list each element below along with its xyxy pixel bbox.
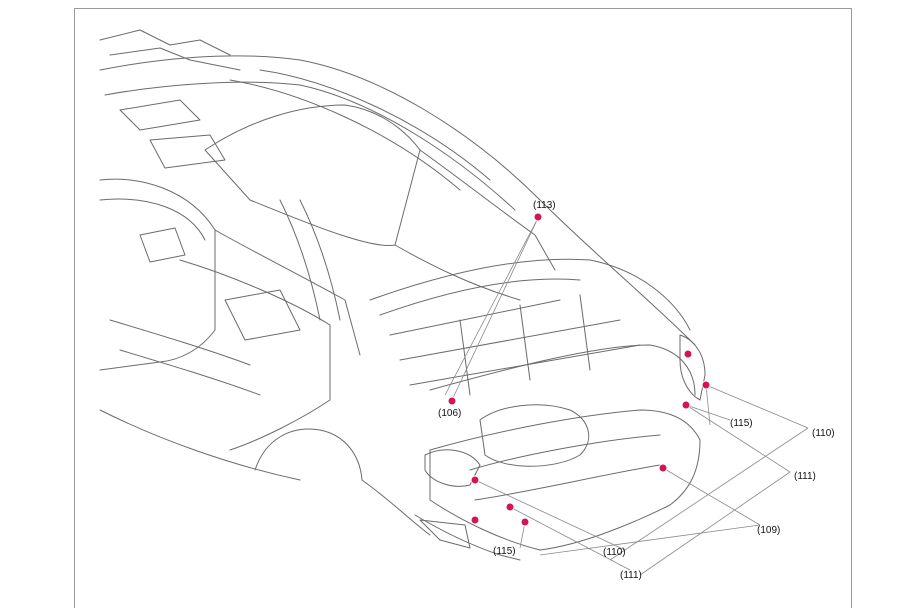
dot-left-upper	[470, 475, 480, 485]
dot-110b	[505, 502, 515, 512]
dot-113	[533, 212, 543, 222]
callout-111-right: (111)	[794, 471, 816, 482]
callout-labels: (113) (106) (115) (110) (111) (109) (110…	[438, 200, 835, 581]
callout-113: (113)	[533, 200, 556, 211]
callout-110-bottom: (110)	[603, 547, 626, 558]
callout-115-right: (115)	[730, 418, 753, 429]
dot-115a	[681, 400, 691, 410]
dot-110a	[701, 380, 711, 390]
leader-lines	[444, 217, 809, 576]
callout-111-bottom: (111)	[620, 570, 642, 581]
dot-rear-upper	[683, 349, 693, 359]
callout-110-right: (110)	[812, 428, 835, 439]
dot-left-lower	[470, 515, 480, 525]
callout-115-bottom: (115)	[493, 546, 516, 557]
diagram-page: (113) (106) (115) (110) (111) (109) (110…	[74, 8, 852, 608]
dot-106	[447, 396, 457, 406]
callout-dots	[447, 212, 711, 527]
dot-109	[658, 463, 668, 473]
car-body-diagram: (113) (106) (115) (110) (111) (109) (110…	[99, 29, 835, 581]
callout-109: (109)	[757, 525, 780, 536]
figure-frame	[74, 8, 852, 608]
car-body-drawing	[99, 29, 706, 561]
dot-115b	[520, 517, 530, 527]
callout-106: (106)	[438, 408, 461, 419]
